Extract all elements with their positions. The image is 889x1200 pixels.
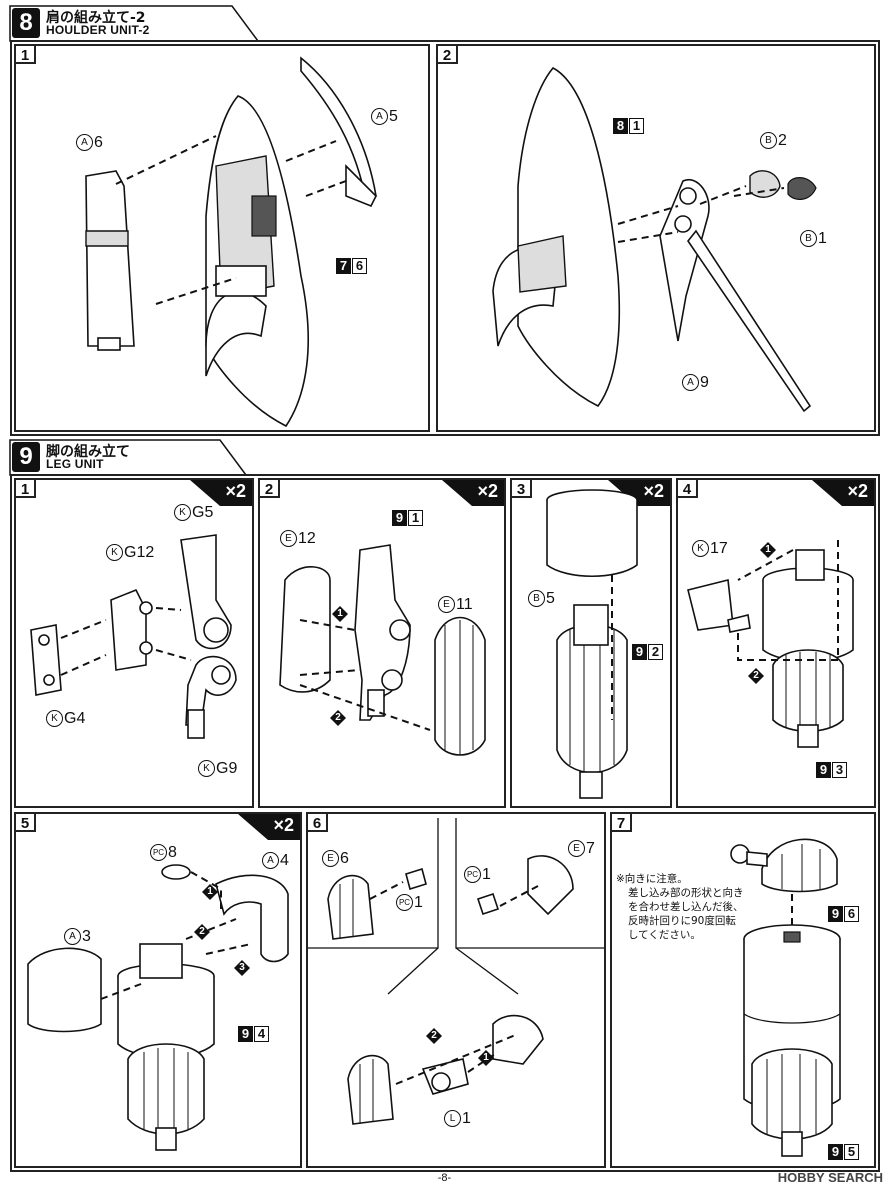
note-line-5: してください。 [628,929,701,941]
step-number: 6 [306,812,328,832]
section-title-jp: 脚の組み立て [46,444,130,460]
leg-joint-illustration [30,534,237,739]
section-9-frame [10,474,880,1172]
section-number: 9 [12,442,40,472]
step-number: 2 [436,44,458,64]
sequence-mark-2: 2 [194,924,210,940]
section-8-frame [10,40,880,436]
section-title-jp: 肩の組み立て-2 [46,10,146,26]
step-number: 2 [258,478,280,498]
leg-armor-illustration [27,864,289,1151]
section-9-header: 9 脚の組み立て LEG UNIT [9,439,250,476]
step-number: 7 [610,812,632,832]
multiplier-badge: ×2 [812,480,874,506]
section-number: 8 [12,8,40,38]
note-line-1: ※向きに注意。 [616,873,688,885]
sequence-mark-1: 1 [478,1050,494,1066]
multiplier-badge: ×2 [608,480,670,506]
page-number: -8- [437,1172,452,1184]
sequence-mark-2: 2 [330,710,346,726]
section-title-en: HOULDER UNIT-2 [46,23,150,37]
watermark: HOBBY SEARCH [777,1170,883,1185]
sequence-mark-3: 3 [234,960,250,976]
sequence-mark-1: 1 [760,542,776,558]
multiplier-badge: ×2 [442,480,504,506]
note-line-4: 反時計回りに90度回転 [628,915,736,927]
section-8-header: 8 肩の組み立て-2 HOULDER UNIT-2 [9,5,260,42]
multiplier-badge: ×2 [190,480,252,506]
multiplier-badge: ×2 [238,814,300,840]
step-number: 4 [676,478,698,498]
shoulder-assembly-illustration [492,66,817,413]
knee-cap-illustration [308,818,604,1125]
leg-bracket-illustration [687,540,854,748]
sequence-mark-1: 1 [332,606,348,622]
step-number: 5 [14,812,36,832]
leg-final-illustration [730,838,841,1157]
orientation-note: ※向きに注意。 差し込み部の形状と向き を合わせ差し込んだ後、 反時計回りに90… [616,872,744,942]
note-line-2: 差し込み部の形状と向き [628,887,744,899]
sequence-mark-2: 2 [748,668,764,684]
step-number: 1 [14,44,36,64]
step-9-7-panel: 7 ※向きに注意。 差し込み部の形状と向き を合わせ差し込んだ後、 反時計回りに… [610,812,876,1168]
leg-lower-illustration [546,489,638,799]
sequence-mark-2: 2 [426,1028,442,1044]
shoulder-parts-illustration [85,56,377,428]
leg-cover-illustration [279,544,486,756]
note-line-3: を合わせ差し込んだ後、 [628,901,744,913]
sequence-mark-1: 1 [202,884,218,900]
step-number: 3 [510,478,532,498]
section-title-en: LEG UNIT [46,457,104,471]
step-number: 1 [14,478,36,498]
